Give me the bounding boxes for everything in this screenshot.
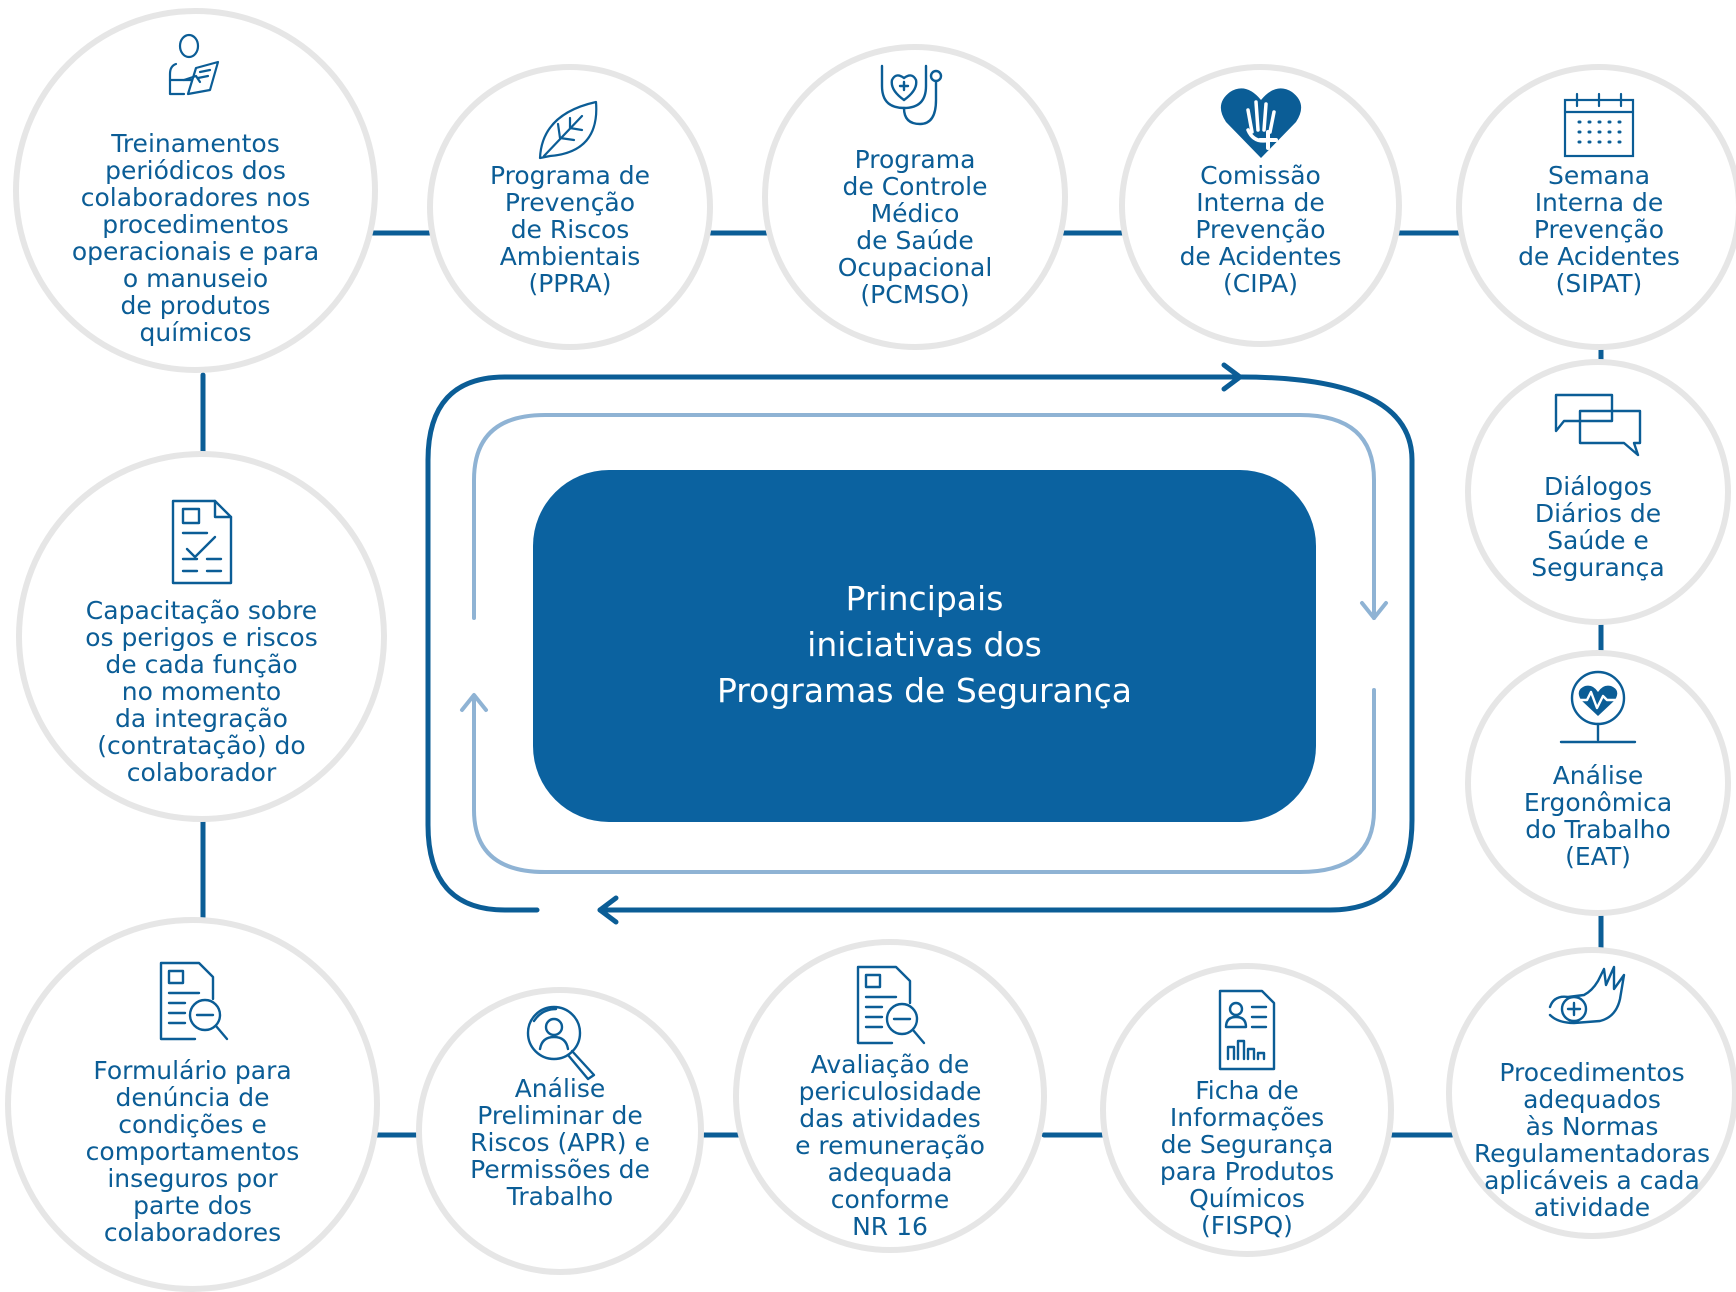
central-title: Principais iniciativas dos Programas de … xyxy=(716,579,1133,710)
node-fispq: Ficha de Informações de Segurança para P… xyxy=(1100,963,1394,1257)
outer-loop-path xyxy=(425,374,1243,913)
node-procedimentos: Procedimentos adequados às Normas Regula… xyxy=(1446,947,1736,1239)
node-label: Análise Preliminar de Riscos (APR) e Per… xyxy=(470,1074,650,1211)
inner-loop-path xyxy=(472,413,1376,620)
calendar-icon xyxy=(1559,90,1639,160)
node-label: Procedimentos adequados às Normas Regula… xyxy=(1473,1058,1711,1222)
data-sheet-icon xyxy=(1212,987,1282,1073)
node-label: Análise Ergonômica do Trabalho (EAT) xyxy=(1523,761,1673,871)
node-eat: Análise Ergonômica do Trabalho (EAT) xyxy=(1465,650,1731,916)
node-label: Capacitação sobre os perigos e riscos de… xyxy=(85,596,318,787)
node-label: Semana Interna de Prevenção de Acidentes… xyxy=(1518,161,1680,298)
stethoscope-icon xyxy=(870,60,960,130)
inner-loop-path xyxy=(472,688,1376,874)
hand-medical-icon xyxy=(1544,961,1640,1037)
node-apr: Análise Preliminar de Riscos (APR) e Per… xyxy=(416,987,704,1275)
node-label: Programa de Prevenção de Riscos Ambienta… xyxy=(490,161,650,298)
node-label: Comissão Interna de Prevenção de Acident… xyxy=(1179,161,1342,298)
heart-hand-icon xyxy=(1218,82,1304,162)
node-sipat: Semana Interna de Prevenção de Acidentes… xyxy=(1456,64,1736,350)
checklist-document-icon xyxy=(167,497,237,587)
central-title-box: Principais iniciativas dos Programas de … xyxy=(533,470,1316,822)
person-reading-icon xyxy=(156,32,236,112)
document-search-icon xyxy=(852,963,928,1049)
magnifier-person-icon xyxy=(512,993,608,1083)
node-label: Diálogos Diários de Saúde e Segurança xyxy=(1531,472,1665,582)
node-treinamentos: Treinamentos periódicos dos colaboradore… xyxy=(13,8,378,373)
node-label: Avaliação de periculosidade das atividad… xyxy=(795,1050,985,1241)
outer-loop-arrowhead-left xyxy=(597,895,619,925)
outer-loop-path xyxy=(597,374,1415,913)
node-label: Formulário para denúncia de condições e … xyxy=(85,1056,300,1247)
node-periculosidade: Avaliação de periculosidade das atividad… xyxy=(733,939,1047,1253)
node-formulario: Formulário para denúncia de condições e … xyxy=(5,917,380,1292)
node-capacitacao: Capacitação sobre os perigos e riscos de… xyxy=(16,451,387,822)
leaf-icon xyxy=(530,90,610,170)
heartbeat-monitor-icon xyxy=(1553,668,1643,748)
node-label: Programa de Controle Médico de Saúde Ocu… xyxy=(837,145,993,309)
chat-bubbles-icon xyxy=(1550,391,1646,461)
node-pcmso: Programa de Controle Médico de Saúde Ocu… xyxy=(762,44,1068,350)
node-ppra: Programa de Prevenção de Riscos Ambienta… xyxy=(427,64,713,350)
node-dialogos: Diálogos Diários de Saúde e Segurança xyxy=(1465,359,1731,625)
inner-loop-arrowhead-down xyxy=(1360,601,1388,620)
outer-loop-arrowhead-right xyxy=(1221,362,1243,392)
document-search-icon xyxy=(155,959,231,1045)
node-label: Treinamentos periódicos dos colaboradore… xyxy=(71,129,320,347)
node-label: Ficha de Informações de Segurança para P… xyxy=(1159,1076,1335,1240)
node-cipa: Comissão Interna de Prevenção de Acident… xyxy=(1119,64,1402,347)
